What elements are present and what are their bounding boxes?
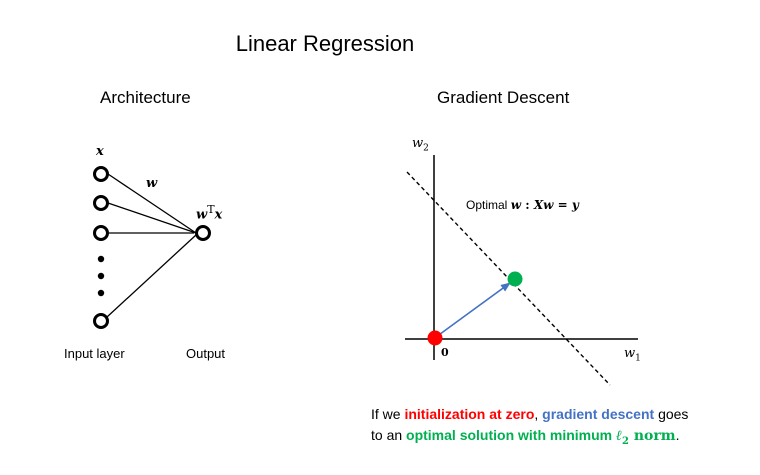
edge-1 xyxy=(107,173,197,234)
ellipsis-dot-3 xyxy=(97,289,105,297)
ellipsis-dot-2 xyxy=(97,272,105,280)
w1-label-sub: 1 xyxy=(635,353,641,364)
caption-norm: ℓ2 norm xyxy=(616,427,676,447)
output-expr-x: x xyxy=(214,207,223,223)
caption-2a: to an xyxy=(371,427,407,443)
input-neurons xyxy=(93,166,109,329)
output-expr-w: w xyxy=(196,207,208,223)
caption-line-1: If we initialization at zero, gradient d… xyxy=(371,404,688,424)
caption-init-zero: initialization at zero xyxy=(404,406,535,422)
input-neuron-4 xyxy=(93,313,109,329)
output-expression: wTx xyxy=(196,203,222,222)
ellipsis-dots xyxy=(97,255,105,297)
weight-w-label: w xyxy=(146,176,158,191)
caption-2-end: . xyxy=(675,427,680,443)
output-label: Output xyxy=(186,346,226,361)
optimal-w: w xyxy=(510,198,522,212)
input-neuron-2 xyxy=(93,195,109,211)
optimal-w2: w xyxy=(543,198,554,212)
caption-1a: If we xyxy=(371,406,405,422)
input-neuron-1 xyxy=(93,166,109,182)
output-expr-transpose: T xyxy=(207,203,215,216)
caption-gradient-descent: gradient descent xyxy=(542,406,655,422)
optimal-colon: : xyxy=(521,198,534,212)
edge-2 xyxy=(107,202,197,234)
ellipsis-dot-1 xyxy=(97,255,105,263)
input-x-label: x xyxy=(96,144,104,159)
w2-label-sub: 2 xyxy=(423,143,429,154)
w2-axis-label: w2 xyxy=(412,136,429,154)
gradient-descent-heading: Gradient Descent xyxy=(437,88,570,107)
caption-1c: goes xyxy=(654,406,689,422)
slide-title: Linear Regression xyxy=(235,31,415,56)
optimal-equals: = xyxy=(553,198,572,212)
optimal-X: X xyxy=(533,198,544,212)
architecture-heading: Architecture xyxy=(100,88,191,107)
caption-1b: , xyxy=(534,406,543,422)
optimal-prefix: Optimal xyxy=(466,198,511,212)
w1-axis-label: w1 xyxy=(624,346,641,364)
gradient-path-arrow xyxy=(435,282,511,338)
optimal-y: y xyxy=(571,198,579,212)
caption-norm-sub: 2 xyxy=(622,435,629,447)
zero-init-point xyxy=(427,330,443,346)
caption-norm-word: norm xyxy=(628,428,676,444)
input-neuron-3 xyxy=(93,225,109,241)
caption-norm-ell: ℓ xyxy=(616,428,623,444)
origin-label: 0 xyxy=(441,346,449,359)
input-layer-label: Input layer xyxy=(64,346,125,361)
caption-optimal-solution: optimal solution with minimum xyxy=(406,427,617,443)
caption-line-2: to an optimal solution with minimum ℓ2 n… xyxy=(371,425,679,452)
w2-label-base: w xyxy=(412,136,424,151)
optimal-point xyxy=(507,271,523,287)
w1-label-base: w xyxy=(624,346,636,361)
output-neuron xyxy=(195,225,211,241)
optimal-label: Optimal w : Xw = y xyxy=(466,198,579,212)
network-edges xyxy=(106,173,197,318)
edge-4 xyxy=(106,234,197,318)
